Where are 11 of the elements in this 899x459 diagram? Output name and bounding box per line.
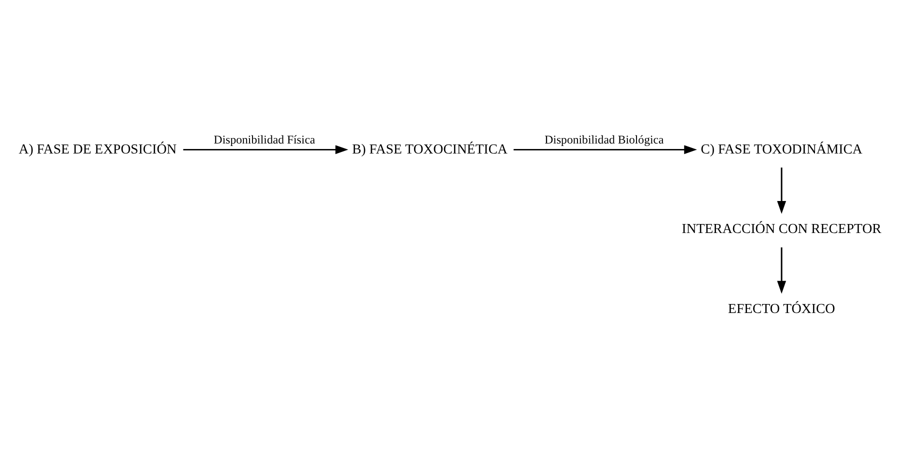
node-text: INTERACCIÓN CON RECEPTOR (682, 221, 882, 236)
arrow (777, 168, 786, 214)
arrow (514, 145, 697, 154)
arrow (183, 145, 348, 154)
node-text: EFECTO TÓXICO (728, 300, 836, 316)
edge-label: Disponibilidad Física (214, 132, 316, 146)
node-text: B) FASE TOXOCINÉTICA (352, 141, 508, 156)
node-text: A) FASE DE EXPOSICIÓN (18, 141, 177, 156)
node-text: C) FASE TOXODINÁMICA (700, 141, 862, 156)
edge-label: Disponibilidad Biológica (544, 132, 664, 146)
arrow (777, 247, 786, 294)
